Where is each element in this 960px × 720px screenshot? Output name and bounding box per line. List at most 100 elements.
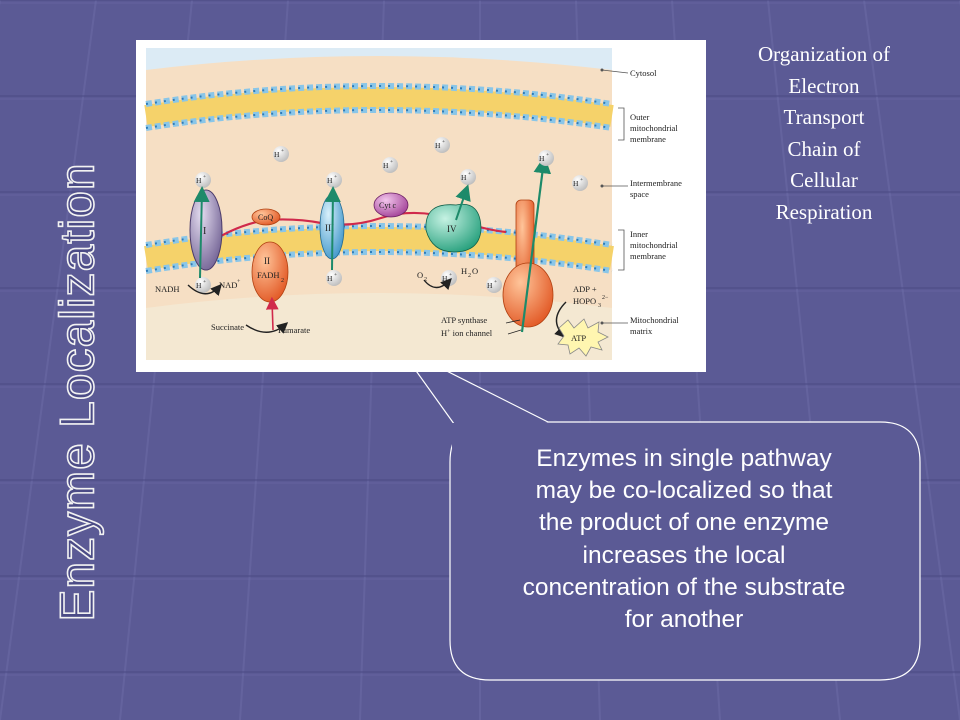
h-plus-ion: H+ <box>382 157 398 173</box>
atp-synthase <box>502 155 554 333</box>
callout-line: Enzymes in single pathway <box>536 445 832 472</box>
svg-text:+: + <box>494 279 497 285</box>
inner-membrane-label: membrane <box>630 251 666 261</box>
svg-text:H: H <box>442 274 448 283</box>
caption-line: Electron <box>788 73 860 98</box>
h-plus-ion: H+ <box>441 270 457 286</box>
inner-membrane-label: Inner <box>630 229 648 239</box>
cytosol-label: Cytosol <box>630 68 657 78</box>
h-plus-ion: H+ <box>460 169 476 185</box>
succinate-label: Succinate <box>211 322 244 332</box>
callout-line: concentration of the substrate <box>522 573 846 601</box>
outer-membrane-label: Outer <box>630 112 650 122</box>
svg-text:+: + <box>334 272 337 278</box>
etc-diagram: I CoQ II FADH 2 III Cyt c IV H+ H+ H+ H+… <box>136 40 706 372</box>
inner-membrane-label: mitochondrial <box>630 240 678 250</box>
nadplus-superscript: + <box>237 279 241 285</box>
svg-text:H: H <box>435 141 441 150</box>
complex-ii-label: II <box>264 256 270 266</box>
hopo3-label: HOPO <box>573 296 596 306</box>
h-plus-ion: H+ <box>273 146 289 162</box>
h-plus-ion: H+ <box>326 172 342 188</box>
coq: CoQ <box>251 208 281 226</box>
adp-label: ADP + <box>573 284 597 294</box>
svg-text:H: H <box>274 150 280 159</box>
slide-title: Enzyme Localization <box>51 162 106 623</box>
h-plus-ion: H+ <box>572 175 588 191</box>
hopo3-subscript: 3 <box>598 303 601 309</box>
svg-text:+: + <box>390 159 393 165</box>
svg-text:H: H <box>573 179 579 188</box>
complex-i-label: I <box>203 226 206 237</box>
fadh2-subscript: 2 <box>281 278 284 284</box>
synthase-caption: ATP synthase H+ ion channel <box>441 315 522 338</box>
coq-label: CoQ <box>258 213 273 222</box>
h-plus-ion: H+ <box>326 270 342 286</box>
svg-text:+: + <box>546 152 549 158</box>
cytc-label: Cyt c <box>379 201 397 210</box>
svg-text:+: + <box>203 279 206 285</box>
atp-synthase-label: ATP synthase <box>441 315 487 325</box>
cytochrome-c: Cyt c <box>373 192 409 218</box>
caption-line: Cellular <box>790 168 858 192</box>
svg-text:+: + <box>203 174 206 180</box>
svg-text:H: H <box>539 154 545 163</box>
diagram-caption: Organization of Electron Transport Chain… <box>728 39 920 228</box>
atp-label: ATP <box>571 333 586 343</box>
matrix-label: Mitochondrial <box>630 315 679 325</box>
svg-text:H: H <box>196 281 202 290</box>
svg-text:+: + <box>468 171 471 177</box>
svg-text:H: H <box>487 281 493 290</box>
complex-iv-label: IV <box>447 224 457 234</box>
complex-i: I <box>189 189 223 271</box>
svg-text:+: + <box>442 139 445 145</box>
h2o-label: H <box>461 266 467 276</box>
callout-line: for another <box>624 606 744 634</box>
h-plus-ion: H+ <box>538 150 554 166</box>
matrix-region <box>146 293 612 360</box>
proton-markers: H+ H+ H+ H+ H+ H+ H+ H+ H+ H+ H+ H+ <box>195 137 588 293</box>
svg-text:H: H <box>327 274 333 283</box>
svg-text:+: + <box>449 272 452 278</box>
o2-label: O <box>417 270 423 280</box>
proton-pump-arrows <box>193 184 471 279</box>
h-plus-ion: H+ <box>195 172 211 188</box>
outer-membrane-label: mitochondrial <box>630 123 678 133</box>
substrate-arrows <box>187 277 567 338</box>
region-labels: Cytosol Outer mitochondrial membrane Int… <box>600 68 682 336</box>
fumarate-label: Fumarate <box>278 325 310 335</box>
svg-text:H: H <box>196 176 202 185</box>
hopo3-superscript: 2− <box>602 295 609 301</box>
matrix-label: matrix <box>630 326 653 336</box>
svg-text:+: + <box>281 148 284 154</box>
intermembrane-label: Intermembrane <box>630 178 682 188</box>
outer-membrane-label: membrane <box>630 134 666 144</box>
caption-line: Transport <box>783 105 865 129</box>
intermembrane-label: space <box>630 189 649 199</box>
callout-line: increases the local <box>582 541 786 569</box>
svg-text:+: + <box>334 174 337 180</box>
svg-text:H: H <box>327 176 333 185</box>
atp-burst: ATP <box>557 318 609 357</box>
outer-membrane <box>144 83 614 131</box>
complex-iv: IV <box>425 203 482 253</box>
h-plus-ion: H+ <box>195 277 211 293</box>
fadh2-label: FADH <box>257 270 280 280</box>
o2-subscript: 2 <box>424 277 427 283</box>
svg-text:H: H <box>383 161 389 170</box>
complex-iii-label: III <box>325 223 334 233</box>
svg-text:+: + <box>580 177 583 183</box>
callout-line: may be co-localized so that <box>535 477 833 505</box>
h2o-oxygen: O <box>472 266 478 276</box>
complex-ii: II FADH 2 <box>251 241 289 303</box>
callout-text: Enzymes in single pathway may be co-loca… <box>458 443 910 636</box>
ion-channel-label: H+ ion channel <box>441 328 493 338</box>
nadplus-label: NAD <box>219 280 237 290</box>
caption-line: Respiration <box>775 199 873 224</box>
h2o-subscript: 2 <box>468 273 471 279</box>
svg-text:H: H <box>461 173 467 182</box>
nadh-label: NADH <box>155 284 180 294</box>
callout-line: the product of one enzyme <box>538 509 830 537</box>
h-plus-ion: H+ <box>434 137 450 153</box>
caption-line: Chain of <box>787 136 861 161</box>
